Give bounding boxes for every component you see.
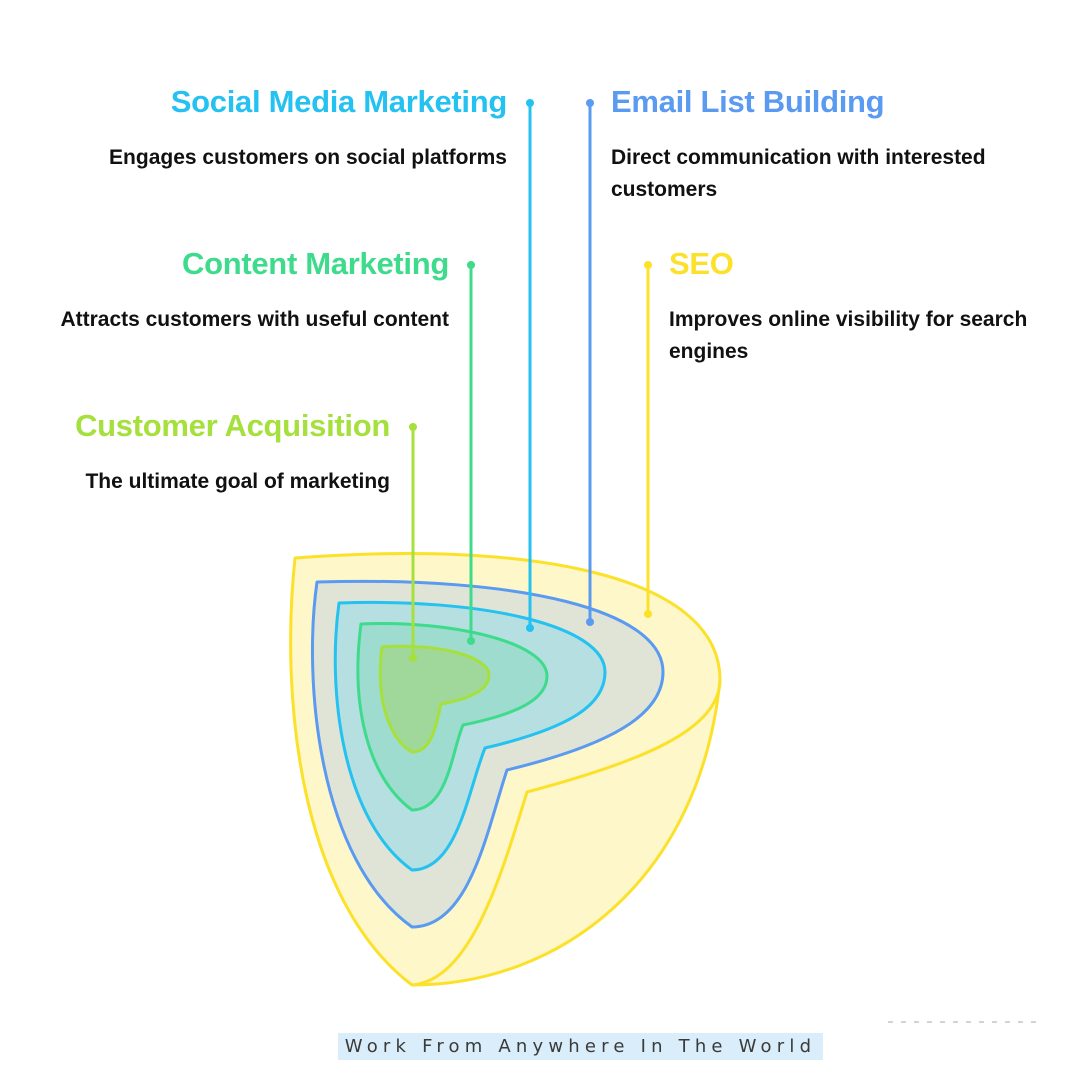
seo-title: SEO [669,246,734,281]
social-leader [526,99,534,632]
content-title: Content Marketing [181,246,449,281]
acquisition-title: Customer Acquisition [75,408,390,443]
watermark-marks [888,1010,1063,1023]
seo-description: Improves online visibility for search en… [669,308,1028,363]
seo-shell-front-cut [411,679,722,987]
email-leader [586,99,594,626]
social-title: Social Media Marketing [170,84,508,119]
social-description: Engages customers on social platforms [109,146,507,169]
acquisition-core-shape [378,644,491,754]
content-description: Attracts customers with useful content [60,308,449,331]
email-description: Direct communication with interested cus… [611,146,986,201]
content-leader [467,261,475,645]
acquisition-leader [409,423,417,662]
footer-banner: Work From Anywhere In The World [338,1033,823,1060]
acquisition-description: The ultimate goal of marketing [85,470,390,493]
seo-leader [644,261,652,618]
email-title: Email List Building [611,84,885,119]
